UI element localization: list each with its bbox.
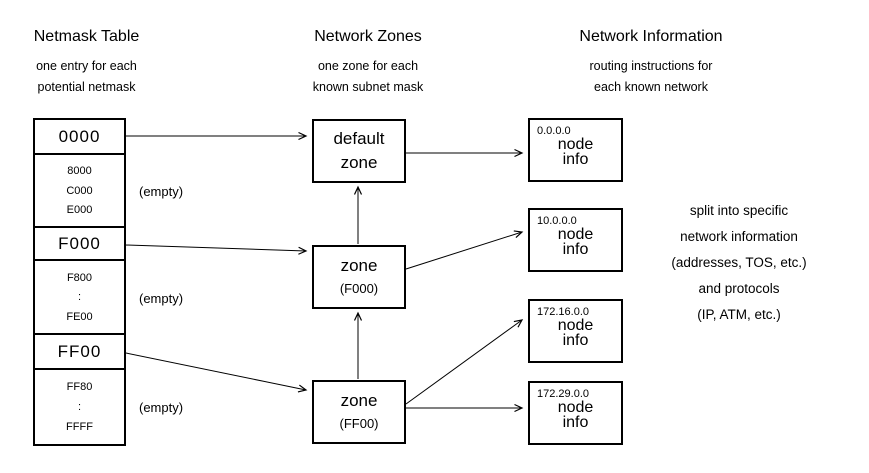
netmask-table-header: Netmask Table one entry for each potenti… (4, 27, 169, 98)
netmask-table: 0000 8000 C000 E000 F000 F800 : FE00 FF0… (33, 118, 126, 446)
arrow-zone-f000-to-node-10 (405, 230, 524, 270)
netmask-range-line: C000 (66, 184, 93, 197)
node-label: info (562, 332, 589, 349)
node-label: node (557, 399, 594, 416)
zone-box-default: default zone (312, 119, 406, 183)
netmask-range-ellipsis: : (77, 291, 82, 303)
zone-label: default (333, 129, 385, 148)
netmask-range-f800-fe00: F800 : FE00 (35, 261, 124, 335)
node-info-box-10-0-0-0: 10.0.0.0 node info (528, 208, 623, 272)
network-information-subtitle-2: each known network (594, 80, 708, 94)
zone-box-f000: zone (F000) (312, 245, 406, 309)
node-label: info (562, 414, 589, 431)
netmask-range-line: F800 (66, 271, 93, 284)
netmask-entry-f000: F000 (35, 228, 124, 261)
network-information-subtitle-1: routing instructions for (589, 59, 713, 73)
empty-annotation-3: (empty) (139, 400, 184, 415)
netmask-entry-ff00: FF00 (35, 335, 124, 370)
netmask-table-title: Netmask Table (33, 28, 140, 45)
zone-label: zone (340, 256, 378, 275)
netmask-entry-0000: 0000 (35, 120, 124, 155)
node-label: node (557, 226, 594, 243)
netmask-range-line: E000 (66, 203, 93, 216)
empty-annotation-2: (empty) (139, 291, 184, 306)
arrow-f000-to-zone-f000 (125, 244, 308, 255)
zone-mask-label: (FF00) (339, 416, 379, 431)
network-information-title: Network Information (579, 28, 723, 45)
split-note-line: network information (680, 229, 798, 244)
network-information-header: Network Information routing instructions… (556, 27, 746, 98)
netmask-range-line: FFFF (66, 421, 93, 433)
zone-label: zone (340, 391, 378, 410)
netmask-range-ellipsis: : (77, 401, 82, 413)
netmask-range-line: FE00 (66, 310, 93, 323)
netmask-range-ff80-ffff: FF80 : FFFF (35, 370, 124, 444)
netmask-table-subtitle-1: one entry for each (36, 59, 137, 73)
network-zones-title: Network Zones (314, 28, 422, 45)
node-network-address: 172.29.0.0 (537, 388, 589, 400)
arrow-ff00-to-zone-ff00 (125, 352, 308, 393)
netmask-table-subtitle-2: potential netmask (37, 80, 136, 94)
netmask-range-line: FF80 (66, 381, 93, 393)
network-zones-subtitle-2: known subnet mask (312, 80, 424, 94)
zone-mask-label: (F000) (339, 281, 379, 296)
empty-annotation-1: (empty) (139, 184, 184, 199)
node-info-box-172-16-0-0: 172.16.0.0 node info (528, 299, 623, 363)
node-info-box-172-29-0-0: 172.29.0.0 node info (528, 381, 623, 445)
node-label: info (562, 241, 589, 258)
node-network-address: 172.16.0.0 (537, 306, 589, 318)
split-note-line: split into specific (689, 203, 789, 218)
node-network-address: 10.0.0.0 (537, 215, 577, 227)
zone-label: zone (340, 153, 378, 172)
network-zones-header: Network Zones one zone for each known su… (286, 27, 450, 98)
node-info-box-0-0-0-0: 0.0.0.0 node info (528, 118, 623, 182)
netmask-range-8000-e000: 8000 C000 E000 (35, 155, 124, 228)
split-note-line: and protocols (698, 281, 780, 296)
zone-box-ff00: zone (FF00) (312, 380, 406, 444)
split-note-line: (addresses, TOS, etc.) (671, 255, 807, 270)
arrow-zone-ff00-to-node-17216 (405, 319, 524, 405)
netmask-range-line: 8000 (67, 165, 92, 178)
node-label: info (562, 151, 589, 168)
node-network-address: 0.0.0.0 (537, 125, 571, 137)
network-zones-subtitle-1: one zone for each (317, 59, 419, 73)
node-label: node (557, 317, 594, 334)
split-note: split into specific network information … (650, 198, 828, 328)
split-note-line: (IP, ATM, etc.) (697, 307, 781, 322)
node-label: node (557, 136, 594, 153)
